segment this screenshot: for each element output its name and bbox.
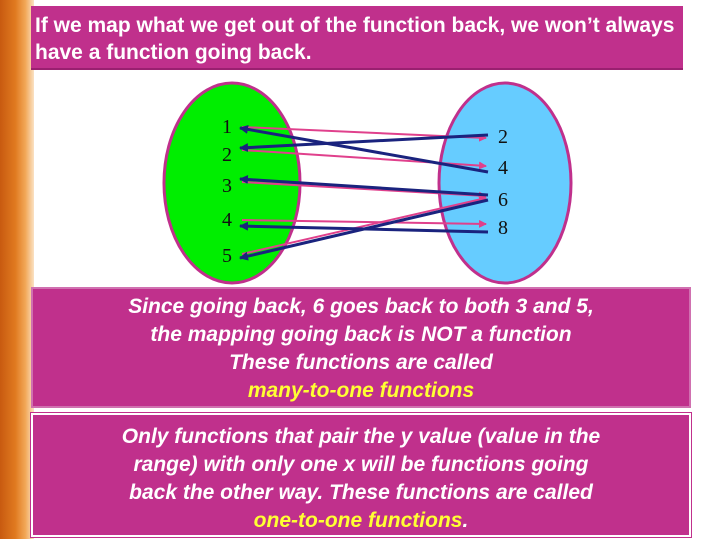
note2-suffix: . xyxy=(462,509,469,532)
backward-arrow-6-to-3 xyxy=(239,175,489,197)
title-banner: If we map what we get out of the functio… xyxy=(31,6,683,70)
many-to-one-note: Since going back, 6 goes back to both 3 … xyxy=(31,287,691,408)
title-text: If we map what we get out of the functio… xyxy=(35,14,675,64)
range-label-2: 2 xyxy=(498,126,508,148)
note2-line3: back the other way. These functions are … xyxy=(129,481,593,504)
range-oval xyxy=(437,81,573,285)
domain-label-1: 1 xyxy=(222,116,232,138)
one-to-one-note: Only functions that pair the y value (va… xyxy=(31,413,691,537)
domain-label-2: 2 xyxy=(222,144,232,166)
domain-label-3: 3 xyxy=(222,175,232,197)
many-to-one-term: many-to-one functions xyxy=(247,379,475,402)
range-label-4: 4 xyxy=(498,157,508,179)
range-label-6: 6 xyxy=(498,189,508,211)
forward-arrow-5-to-6 xyxy=(241,195,487,255)
side-accent-bar xyxy=(0,0,34,539)
mapping-diagram: 1 2 3 4 5 2 4 6 8 xyxy=(162,81,573,285)
note2-line1: Only functions that pair the y value (va… xyxy=(121,425,601,448)
note1-line1: Since going back, 6 goes back to both 3 … xyxy=(128,295,594,318)
backward-arrow-4-to-2 xyxy=(239,124,489,174)
forward-arrow-4-to-8 xyxy=(241,219,487,228)
backward-arrow-2-to-1 xyxy=(239,133,489,153)
one-to-one-term: one-to-one functions xyxy=(253,509,463,532)
range-label-8: 8 xyxy=(498,217,508,239)
domain-label-4: 4 xyxy=(222,209,232,231)
note2-line4: one-to-one functions. xyxy=(33,507,689,535)
backward-arrow-8-to-4 xyxy=(239,221,489,234)
domain-label-5: 5 xyxy=(222,245,232,267)
note1-line3: These functions are called xyxy=(229,351,493,374)
note2-line2: range) with only one x will be functions… xyxy=(133,453,589,476)
note1-line2: the mapping going back is NOT a function xyxy=(150,323,572,346)
